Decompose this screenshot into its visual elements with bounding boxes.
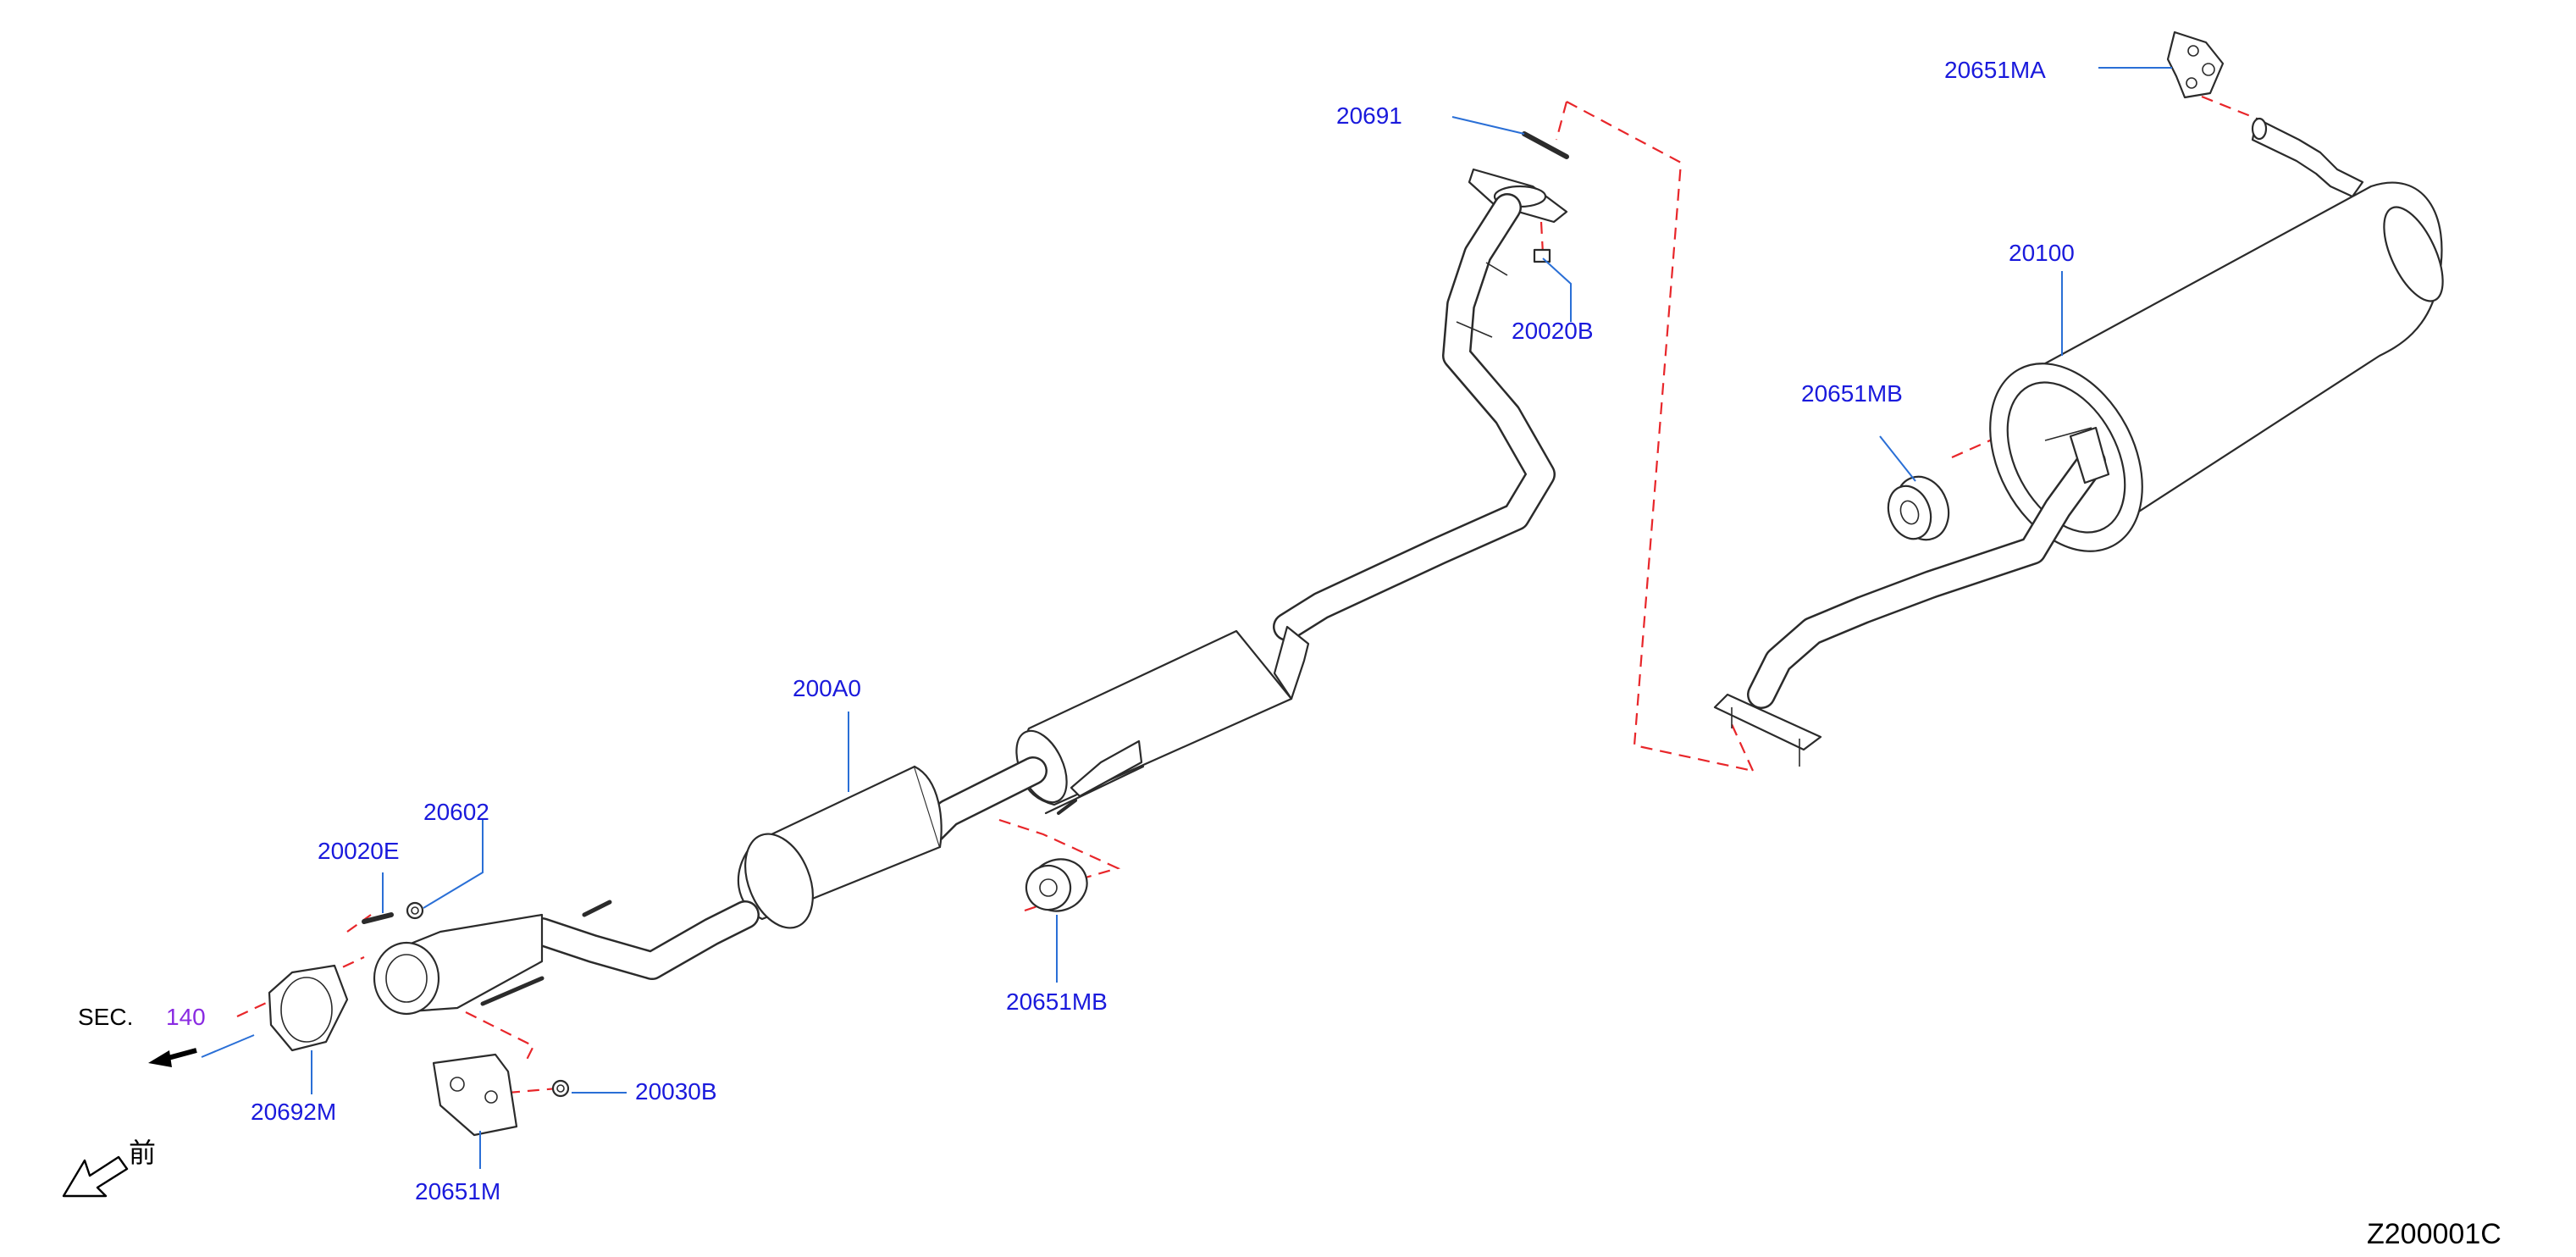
- label-front: 前: [129, 1137, 156, 1169]
- label-20651MB-upper: 20651MB: [1801, 380, 1903, 407]
- label-20020B: 20020B: [1512, 318, 1594, 344]
- diagram-code: Z200001C: [2367, 1218, 2501, 1250]
- gasket-20692M: [268, 964, 349, 1052]
- label-20651MB-lower: 20651MB: [1006, 988, 1108, 1015]
- center-pipe-assembly: [917, 131, 1569, 844]
- front-catalyst-200A0: [373, 765, 943, 1016]
- label-sec: SEC.: [78, 1004, 133, 1030]
- front-direction-arrow-icon: [62, 1155, 129, 1198]
- nut-20602: [406, 901, 424, 920]
- label-sec-140: 140: [166, 1004, 206, 1030]
- rubber-mount-20651MB-upper: [1887, 475, 1950, 541]
- label-20020E: 20020E: [318, 838, 400, 864]
- label-20100: 20100: [2009, 240, 2075, 266]
- label-20651MA: 20651MA: [1944, 57, 2046, 83]
- leader-lines: [201, 67, 2172, 1169]
- rear-muffler-assembly: [1713, 117, 2444, 767]
- hanger-bracket-20651M: [432, 1053, 518, 1137]
- nut-20020B: [1533, 248, 1551, 263]
- section-reference-arrow-icon: [148, 1048, 197, 1067]
- label-20602: 20602: [423, 799, 489, 825]
- part-labels: 20691 20651MA 20100 20020B 20651MB 200A0…: [78, 57, 2501, 1250]
- label-200A0: 200A0: [793, 675, 861, 701]
- label-20651M: 20651M: [415, 1178, 500, 1204]
- nut-20030B: [551, 1079, 570, 1098]
- label-20692M: 20692M: [251, 1099, 336, 1125]
- stud-20020E: [362, 912, 394, 924]
- rubber-hanger-20651MA: [2166, 30, 2225, 99]
- label-20691: 20691: [1336, 102, 1402, 129]
- label-20030B: 20030B: [635, 1078, 717, 1105]
- rubber-mount-20651MB-lower: [1025, 858, 1088, 912]
